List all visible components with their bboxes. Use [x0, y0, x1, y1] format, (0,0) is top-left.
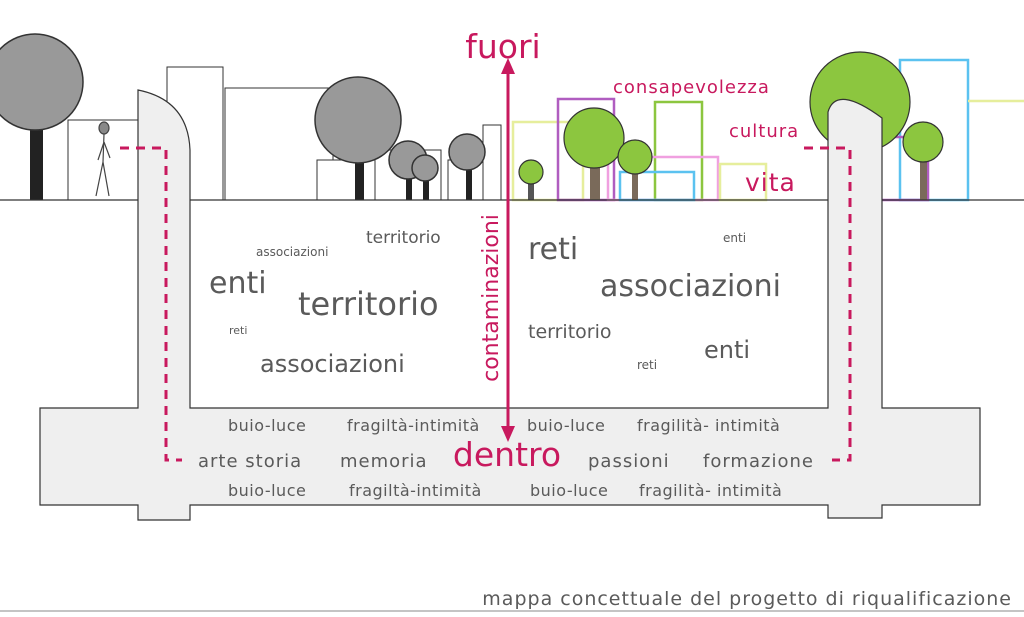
band-word: buio-luce	[228, 481, 306, 500]
green-tree	[902, 121, 944, 163]
label-fuori: fuori	[465, 27, 540, 66]
tree-trunk	[30, 120, 43, 200]
band-word: fragilità- intimità	[639, 481, 782, 500]
green-tree	[617, 139, 653, 175]
word: enti	[704, 336, 750, 364]
green-tree	[563, 107, 625, 169]
caption: mappa concettuale del progetto di riqual…	[482, 588, 1012, 610]
label-dentro: dentro	[453, 435, 561, 474]
gray-tree	[0, 33, 84, 131]
tree-trunk	[528, 180, 534, 200]
tree-trunk	[920, 160, 927, 200]
band-word: fragiltà-intimità	[347, 416, 480, 435]
word: reti	[637, 358, 657, 372]
word: enti	[723, 231, 746, 245]
green-tree	[518, 159, 544, 185]
building	[224, 87, 334, 201]
tree-trunk	[632, 172, 638, 200]
band-word: arte storia	[198, 451, 302, 472]
word: reti	[229, 324, 247, 337]
word: reti	[528, 232, 578, 267]
band-word: buio-luce	[228, 416, 306, 435]
building	[618, 170, 696, 202]
word-cloud-right: reti enti associazioni territorio reti e…	[528, 231, 781, 372]
tree-trunk	[466, 168, 472, 200]
band-word: memoria	[340, 451, 428, 472]
building	[316, 159, 380, 201]
band-word: buio-luce	[530, 481, 608, 500]
band-word: buio-luce	[527, 416, 605, 435]
tree-trunk	[406, 175, 412, 200]
walking-person-icon	[95, 121, 111, 197]
left-skyline	[0, 33, 502, 201]
bottom-band-words: buio-luce fragiltà-intimità buio-luce fr…	[198, 416, 814, 500]
word: associazioni	[256, 245, 328, 259]
band-word: passioni	[588, 451, 670, 472]
label-cultura: cultura	[729, 121, 799, 142]
fuori-dentro-arrow	[501, 58, 515, 442]
tree-trunk	[355, 150, 364, 200]
word: territorio	[366, 228, 441, 248]
underground-section	[39, 89, 981, 521]
label-consapevolezza: consapevolezza	[613, 77, 770, 98]
label-contaminazioni: contaminazioni	[479, 214, 504, 382]
gray-tree	[314, 76, 402, 164]
tree-trunk	[423, 180, 429, 200]
word: enti	[209, 266, 267, 301]
band-word: fragilità- intimità	[637, 416, 780, 435]
band-word: fragiltà-intimità	[349, 481, 482, 500]
gray-tree	[448, 133, 486, 171]
word: territorio	[528, 321, 612, 343]
word: associazioni	[260, 350, 405, 378]
tree-trunk	[590, 158, 600, 200]
band-word: formazione	[703, 451, 814, 472]
label-vita: vita	[745, 168, 796, 197]
word-cloud-left: associazioni territorio enti territorio …	[209, 228, 441, 378]
word: associazioni	[600, 269, 781, 304]
word: territorio	[298, 285, 439, 323]
gray-tree	[411, 154, 439, 182]
dashed-path	[120, 146, 852, 462]
building	[482, 124, 502, 201]
